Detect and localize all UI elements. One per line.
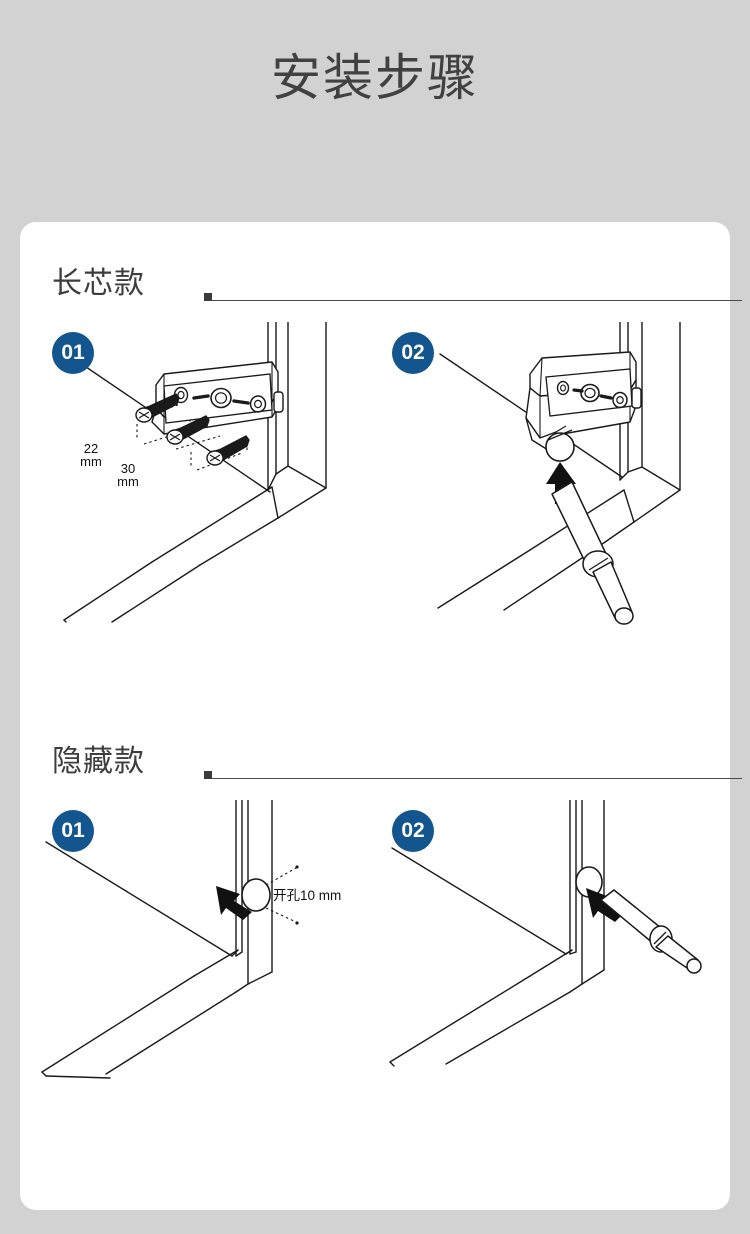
header-rule <box>212 300 742 301</box>
step-long-core-01: 01 <box>40 322 380 682</box>
dim-22-unit: mm <box>80 454 102 469</box>
step-badge: 02 <box>392 332 434 374</box>
bullet-square-icon <box>204 771 212 779</box>
dim-30-unit: mm <box>117 474 139 489</box>
page-title: 安装步骤 <box>271 50 479 106</box>
dim-30-value: 30 <box>121 461 135 476</box>
section-title-long-core: 长芯款 <box>52 267 145 300</box>
illustration-drill-hole: 开孔10 mm <box>40 800 380 1160</box>
section-title-hidden: 隐藏款 <box>52 745 145 778</box>
dim-22-value: 22 <box>84 441 98 456</box>
header-rule <box>212 778 742 779</box>
drill-hole-label: 开孔10 mm <box>273 888 341 903</box>
instructions-card: 长芯款 01 <box>20 222 742 1210</box>
step-badge: 02 <box>392 810 434 852</box>
illustration-bracket-screws: 22 mm 30 mm <box>40 322 380 682</box>
step-long-core-02: 02 <box>380 322 720 682</box>
illustration-rod-into-hole <box>380 800 720 1160</box>
step-hidden-02: 02 <box>380 800 720 1160</box>
step-badge: 01 <box>52 332 94 374</box>
illustration-bracket-rod-insert <box>380 322 720 682</box>
bullet-square-icon <box>204 293 212 301</box>
step-hidden-01: 01 <box>40 800 380 1160</box>
step-badge: 01 <box>52 810 94 852</box>
section-header-hidden: 隐藏款 <box>52 740 742 786</box>
section-header-long-core: 长芯款 <box>52 262 742 308</box>
